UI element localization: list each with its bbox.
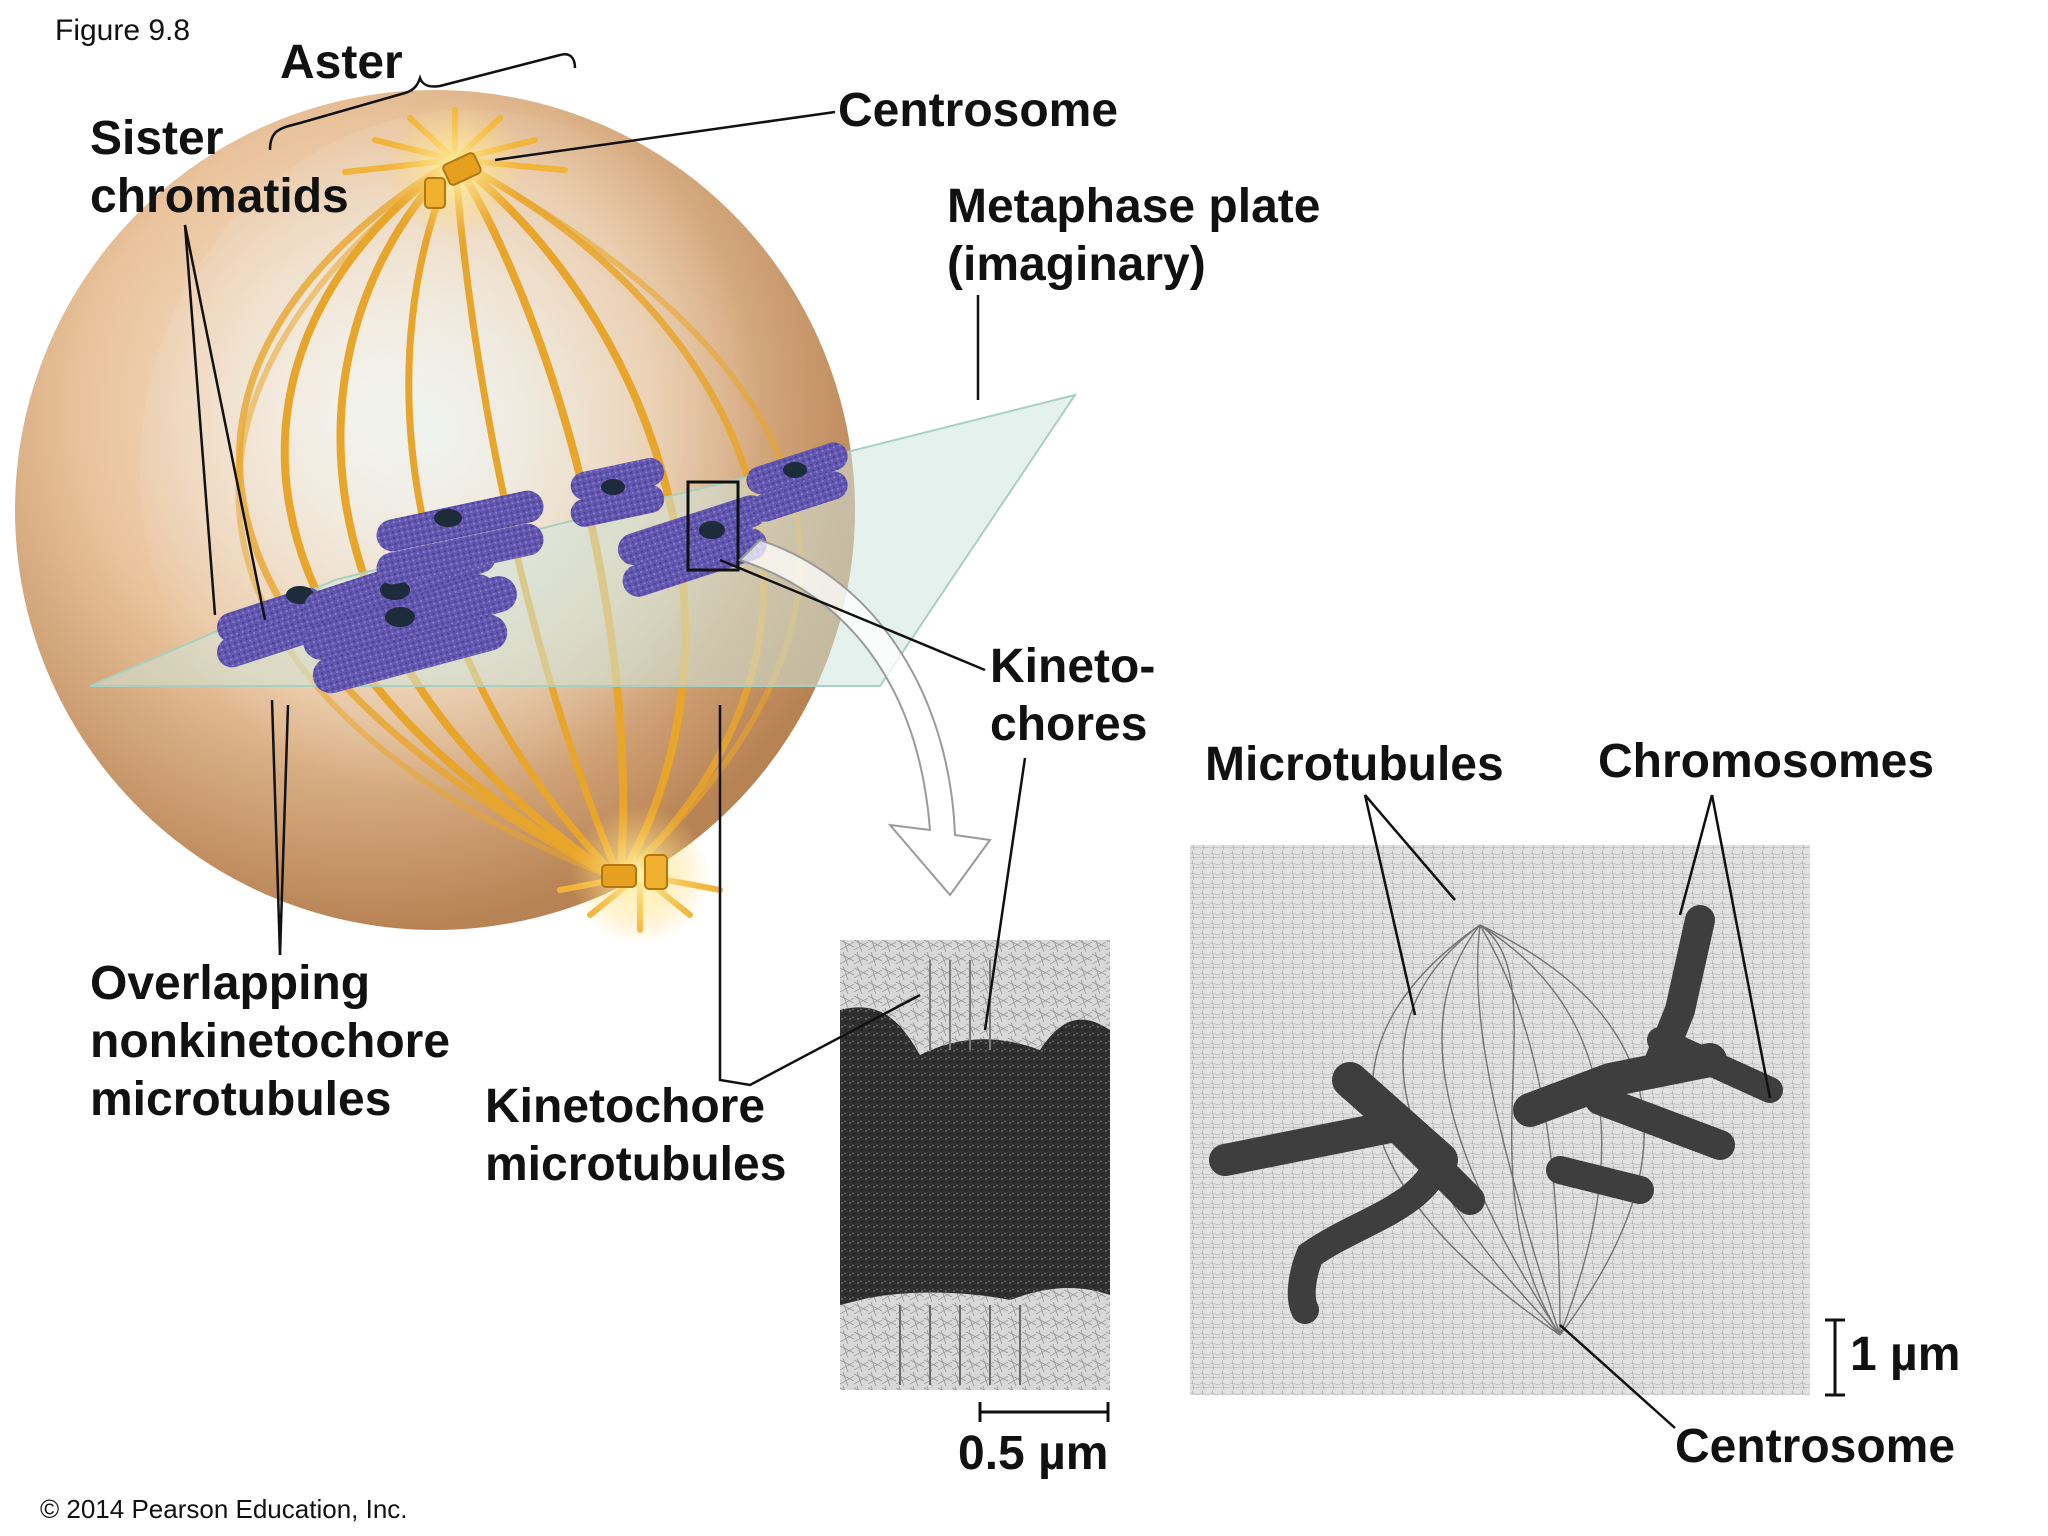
label-overlapping-line-2: nonkinetochore [90,1015,451,1068]
kinetochore-micrograph [840,940,1110,1390]
label-kinetochore-microtubules: Kinetochore microtubules [485,1078,786,1194]
zoom-arrow [738,538,992,897]
inset-box [686,480,740,572]
chromosome [303,576,517,694]
label-kinetochores-line-1: Kineto- [990,640,1156,693]
label-scale-large: 1 µm [1850,1328,1961,1381]
copyright: © 2014 Pearson Education, Inc. [40,1494,408,1524]
centrosome-bottom-graphic [601,854,668,890]
micrograph-microtubules [1371,924,1645,1336]
centrosome-top-graphic [424,152,482,209]
label-overlapping-line-1: Overlapping [90,957,371,1010]
label-centrosome-top: Centrosome [838,84,1119,137]
scale-bar-large [1825,1318,1845,1397]
label-metaphase-line-2: (imaginary) [947,238,1206,291]
scale-bar-small [978,1402,1110,1422]
leader-lines [183,53,1772,1429]
figure-label: Figure 9.8 [55,14,191,47]
label-chromosomes: Chromosomes [1598,735,1935,788]
label-sister-line-1: Sister [90,112,224,165]
label-kmt-line-2: microtubules [485,1138,787,1191]
label-centrosome-bottom: Centrosome [1675,1420,1956,1473]
label-kmt-line-1: Kinetochore [485,1080,766,1133]
label-overlapping-line-3: microtubules [90,1073,392,1126]
chromosome [617,495,767,597]
label-aster: Aster [280,36,403,89]
label-scale-small: 0.5 µm [958,1427,1109,1480]
chromosomes [216,442,848,694]
chromosome [570,457,665,527]
micrograph-chromosomes [1209,905,1783,1324]
chromosome [376,490,544,585]
label-overlapping-nonkinetochore: Overlapping nonkinetochore microtubules [90,955,450,1129]
pole-glow-bottom [570,805,710,945]
aster-brace [268,53,577,151]
spindle-fibers [235,156,804,884]
chromosome [746,442,848,522]
cell-illustration [15,90,1078,945]
label-metaphase-plate: Metaphase plate (imaginary) [947,178,1320,294]
label-kinetochores-line-2: chores [990,698,1148,751]
label-sister-line-2: chromatids [90,170,349,223]
label-microtubules: Microtubules [1205,738,1504,791]
label-kinetochores: Kineto- chores [990,638,1155,754]
label-sister-chromatids: Sister chromatids [90,110,349,226]
spindle-micrograph [1190,845,1810,1395]
label-metaphase-line-1: Metaphase plate [947,180,1321,233]
